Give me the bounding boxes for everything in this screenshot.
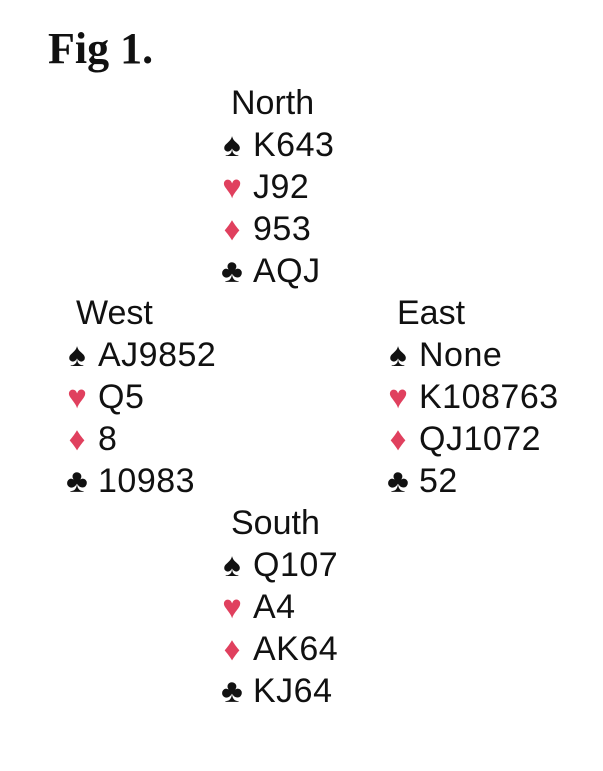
seat-label-south: South	[231, 504, 320, 542]
west-clubs-cards: 10983	[98, 462, 196, 500]
suit-row-hearts: ♥ Q5	[62, 376, 216, 418]
seat-label-west: West	[76, 294, 153, 332]
north-spades-cards: K643	[253, 126, 335, 164]
club-icon: ♣	[221, 252, 243, 289]
suit-row-diamonds: ♦ 953	[217, 208, 334, 250]
north-hearts-cards: J92	[253, 168, 310, 206]
heart-icon: ♥	[222, 168, 242, 205]
north-diamonds-cards: 953	[253, 210, 312, 248]
diamond-icon: ♦	[223, 630, 241, 667]
north-clubs-cards: AQJ	[253, 252, 321, 290]
east-clubs-cards: 52	[419, 462, 458, 500]
seat-label-east: East	[397, 294, 466, 332]
suit-row-hearts: ♥ K108763	[383, 376, 559, 418]
hand-west: West ♠ AJ9852 ♥ Q5 ♦ 8 ♣ 10983	[62, 292, 216, 502]
west-diamonds-cards: 8	[98, 420, 118, 458]
west-spades-cards: AJ9852	[98, 336, 217, 374]
spade-icon: ♠	[389, 336, 407, 373]
spade-icon: ♠	[223, 126, 241, 163]
suit-row-diamonds: ♦ AK64	[217, 628, 338, 670]
east-diamonds-cards: QJ1072	[419, 420, 542, 458]
suit-row-diamonds: ♦ 8	[62, 418, 216, 460]
south-diamonds-cards: AK64	[253, 630, 339, 668]
seat-label-north: North	[231, 84, 315, 122]
west-hearts-cards: Q5	[98, 378, 145, 416]
heart-icon: ♥	[67, 378, 87, 415]
hand-north: North ♠ K643 ♥ J92 ♦ 953 ♣ AQJ	[217, 82, 334, 292]
figure-title: Fig 1.	[48, 24, 154, 73]
club-icon: ♣	[387, 462, 409, 499]
suit-row-spades: ♠ AJ9852	[62, 334, 216, 376]
club-icon: ♣	[221, 672, 243, 709]
south-hearts-cards: A4	[253, 588, 296, 626]
suit-row-clubs: ♣ 10983	[62, 460, 216, 502]
suit-row-spades: ♠ K643	[217, 124, 334, 166]
hand-south: South ♠ Q107 ♥ A4 ♦ AK64 ♣ KJ64	[217, 502, 338, 712]
heart-icon: ♥	[222, 588, 242, 625]
suit-row-clubs: ♣ KJ64	[217, 670, 338, 712]
spade-icon: ♠	[68, 336, 86, 373]
diamond-icon: ♦	[68, 420, 86, 457]
club-icon: ♣	[66, 462, 88, 499]
suit-row-diamonds: ♦ QJ1072	[383, 418, 559, 460]
south-clubs-cards: KJ64	[253, 672, 333, 710]
east-hearts-cards: K108763	[419, 378, 559, 416]
suit-row-hearts: ♥ A4	[217, 586, 338, 628]
diamond-icon: ♦	[389, 420, 407, 457]
suit-row-clubs: ♣ 52	[383, 460, 559, 502]
suit-row-hearts: ♥ J92	[217, 166, 334, 208]
south-spades-cards: Q107	[253, 546, 339, 584]
spade-icon: ♠	[223, 546, 241, 583]
diamond-icon: ♦	[223, 210, 241, 247]
heart-icon: ♥	[388, 378, 408, 415]
suit-row-spades: ♠ Q107	[217, 544, 338, 586]
east-spades-cards: None	[419, 336, 503, 374]
suit-row-spades: ♠ None	[383, 334, 559, 376]
suit-row-clubs: ♣ AQJ	[217, 250, 334, 292]
hand-east: East ♠ None ♥ K108763 ♦ QJ1072 ♣ 52	[383, 292, 559, 502]
